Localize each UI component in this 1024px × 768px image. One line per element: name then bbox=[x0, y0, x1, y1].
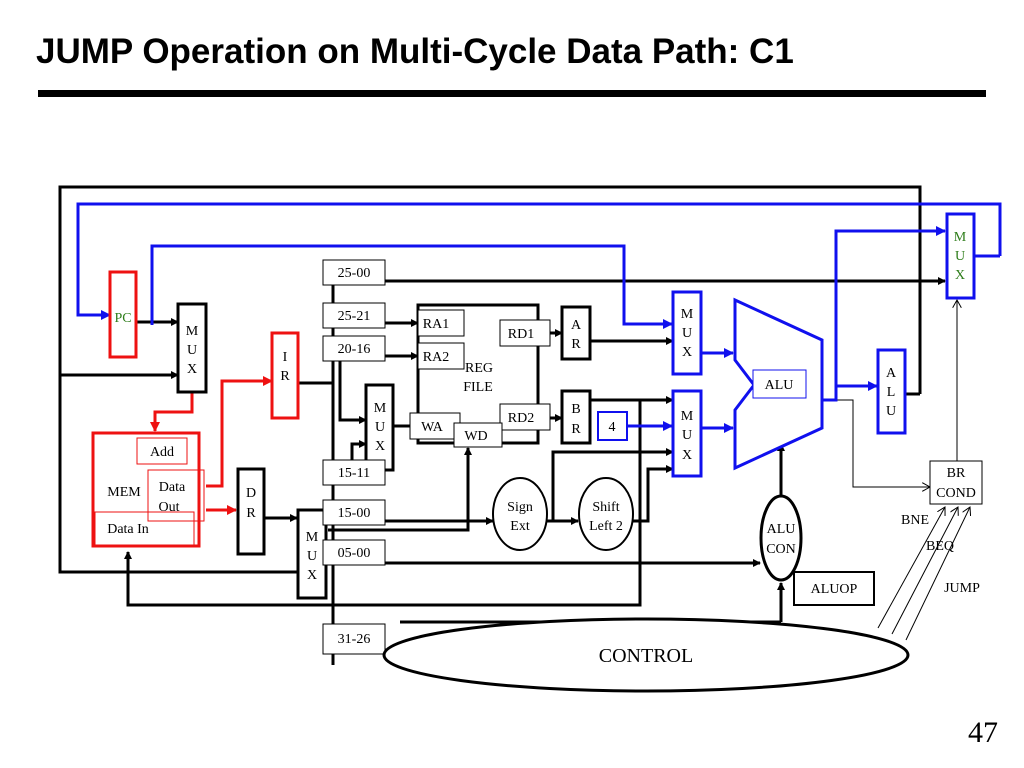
svg-text:M: M bbox=[374, 401, 387, 416]
field-31-26: 31-26 bbox=[338, 632, 371, 647]
svg-text:RA1: RA1 bbox=[423, 317, 449, 332]
page-number: 47 bbox=[968, 716, 998, 749]
svg-text:D: D bbox=[246, 486, 256, 501]
svg-text:WA: WA bbox=[421, 420, 444, 435]
aluop-box: ALUOP bbox=[793, 571, 875, 606]
svg-text:Shift: Shift bbox=[592, 500, 619, 515]
control-unit: CONTROL bbox=[382, 617, 910, 693]
beq-label: BEQ bbox=[926, 539, 954, 554]
title-underline bbox=[38, 90, 986, 97]
svg-text:X: X bbox=[682, 448, 692, 463]
slide-title: JUMP Operation on Multi-Cycle Data Path:… bbox=[36, 32, 794, 71]
svg-text:CON: CON bbox=[766, 542, 796, 557]
wa-mux: M U X bbox=[364, 383, 395, 472]
svg-text:L: L bbox=[887, 385, 896, 400]
svg-text:A: A bbox=[571, 318, 582, 333]
svg-text:ALUOP: ALUOP bbox=[811, 582, 858, 597]
mem-label: MEM bbox=[107, 485, 141, 500]
svg-text:R: R bbox=[571, 337, 581, 352]
b-register: B R bbox=[560, 389, 592, 445]
svg-text:X: X bbox=[187, 362, 197, 377]
red-wires bbox=[150, 376, 273, 515]
svg-text:X: X bbox=[375, 439, 385, 454]
field-15-11: 15-11 bbox=[338, 466, 370, 481]
svg-text:U: U bbox=[375, 420, 385, 435]
pc-label: PC bbox=[114, 311, 131, 326]
mem-add-label: Add bbox=[150, 445, 174, 460]
svg-text:FILE: FILE bbox=[463, 380, 493, 395]
svg-text:ALU: ALU bbox=[767, 522, 796, 537]
svg-text:X: X bbox=[682, 345, 692, 360]
branch-condition: BR COND bbox=[929, 460, 983, 505]
field-25-00: 25-00 bbox=[338, 266, 371, 281]
svg-text:M: M bbox=[681, 409, 694, 424]
svg-text:U: U bbox=[682, 326, 692, 341]
svg-text:CONTROL: CONTROL bbox=[599, 645, 693, 667]
pc-register: PC bbox=[108, 270, 138, 359]
jump-label: JUMP bbox=[944, 581, 980, 596]
svg-text:M: M bbox=[954, 230, 967, 245]
svg-text:REG: REG bbox=[465, 361, 493, 376]
alu-control: ALU CON bbox=[759, 494, 803, 582]
svg-text:U: U bbox=[307, 549, 317, 564]
svg-text:M: M bbox=[186, 324, 199, 339]
svg-text:X: X bbox=[955, 268, 965, 283]
svg-text:Ext: Ext bbox=[510, 519, 530, 534]
memory-unit: Add MEM Data Out Data In bbox=[91, 431, 205, 548]
field-15-00: 15-00 bbox=[338, 506, 371, 521]
svg-text:R: R bbox=[246, 506, 256, 521]
alu-src-b-mux: M U X bbox=[671, 389, 703, 478]
sign-extend: Sign Ext bbox=[492, 477, 548, 551]
svg-text:R: R bbox=[571, 422, 581, 437]
shift-left-2: Shift Left 2 bbox=[578, 477, 634, 551]
svg-text:Sign: Sign bbox=[507, 500, 533, 515]
field-20-16: 20-16 bbox=[338, 342, 371, 357]
field-05-00: 05-00 bbox=[338, 546, 371, 561]
svg-text:M: M bbox=[681, 307, 694, 322]
svg-text:U: U bbox=[955, 249, 965, 264]
svg-text:RA2: RA2 bbox=[423, 350, 449, 365]
alu-src-a-mux: M U X bbox=[671, 290, 703, 376]
svg-text:4: 4 bbox=[609, 420, 616, 435]
svg-text:X: X bbox=[307, 568, 317, 583]
bne-label: BNE bbox=[901, 513, 929, 528]
svg-text:Data: Data bbox=[159, 480, 186, 495]
svg-text:ALU: ALU bbox=[765, 378, 794, 393]
svg-text:I: I bbox=[283, 350, 288, 365]
pc-source-mux: M U X bbox=[945, 212, 976, 300]
wd-mux: M U X bbox=[296, 508, 328, 600]
svg-text:Data In: Data In bbox=[107, 522, 149, 537]
svg-text:U: U bbox=[682, 428, 692, 443]
svg-text:M: M bbox=[306, 530, 319, 545]
svg-text:BR: BR bbox=[947, 466, 966, 481]
svg-text:Out: Out bbox=[159, 500, 180, 515]
alu: ALU bbox=[733, 297, 824, 471]
svg-text:RD1: RD1 bbox=[508, 327, 534, 342]
svg-text:Left 2: Left 2 bbox=[589, 519, 623, 534]
svg-text:B: B bbox=[571, 402, 580, 417]
data-register: D R bbox=[236, 467, 266, 556]
svg-text:RD2: RD2 bbox=[508, 411, 534, 426]
svg-text:WD: WD bbox=[464, 429, 487, 444]
pc-mux: M U X bbox=[176, 302, 208, 394]
svg-text:A: A bbox=[886, 366, 897, 381]
constant-four: 4 bbox=[597, 411, 628, 441]
svg-text:COND: COND bbox=[936, 486, 976, 501]
alu-out-register: A L U bbox=[876, 348, 907, 435]
a-register: A R bbox=[560, 305, 592, 361]
field-25-21: 25-21 bbox=[338, 309, 371, 324]
instruction-fields bbox=[322, 259, 386, 655]
blue-wires bbox=[76, 202, 1002, 433]
svg-text:U: U bbox=[187, 343, 197, 358]
svg-text:U: U bbox=[886, 404, 896, 419]
instruction-register: I R bbox=[270, 331, 300, 420]
svg-text:R: R bbox=[280, 369, 290, 384]
register-file: RA1 RA2 REG FILE RD1 RD2 WA WD bbox=[409, 303, 551, 448]
